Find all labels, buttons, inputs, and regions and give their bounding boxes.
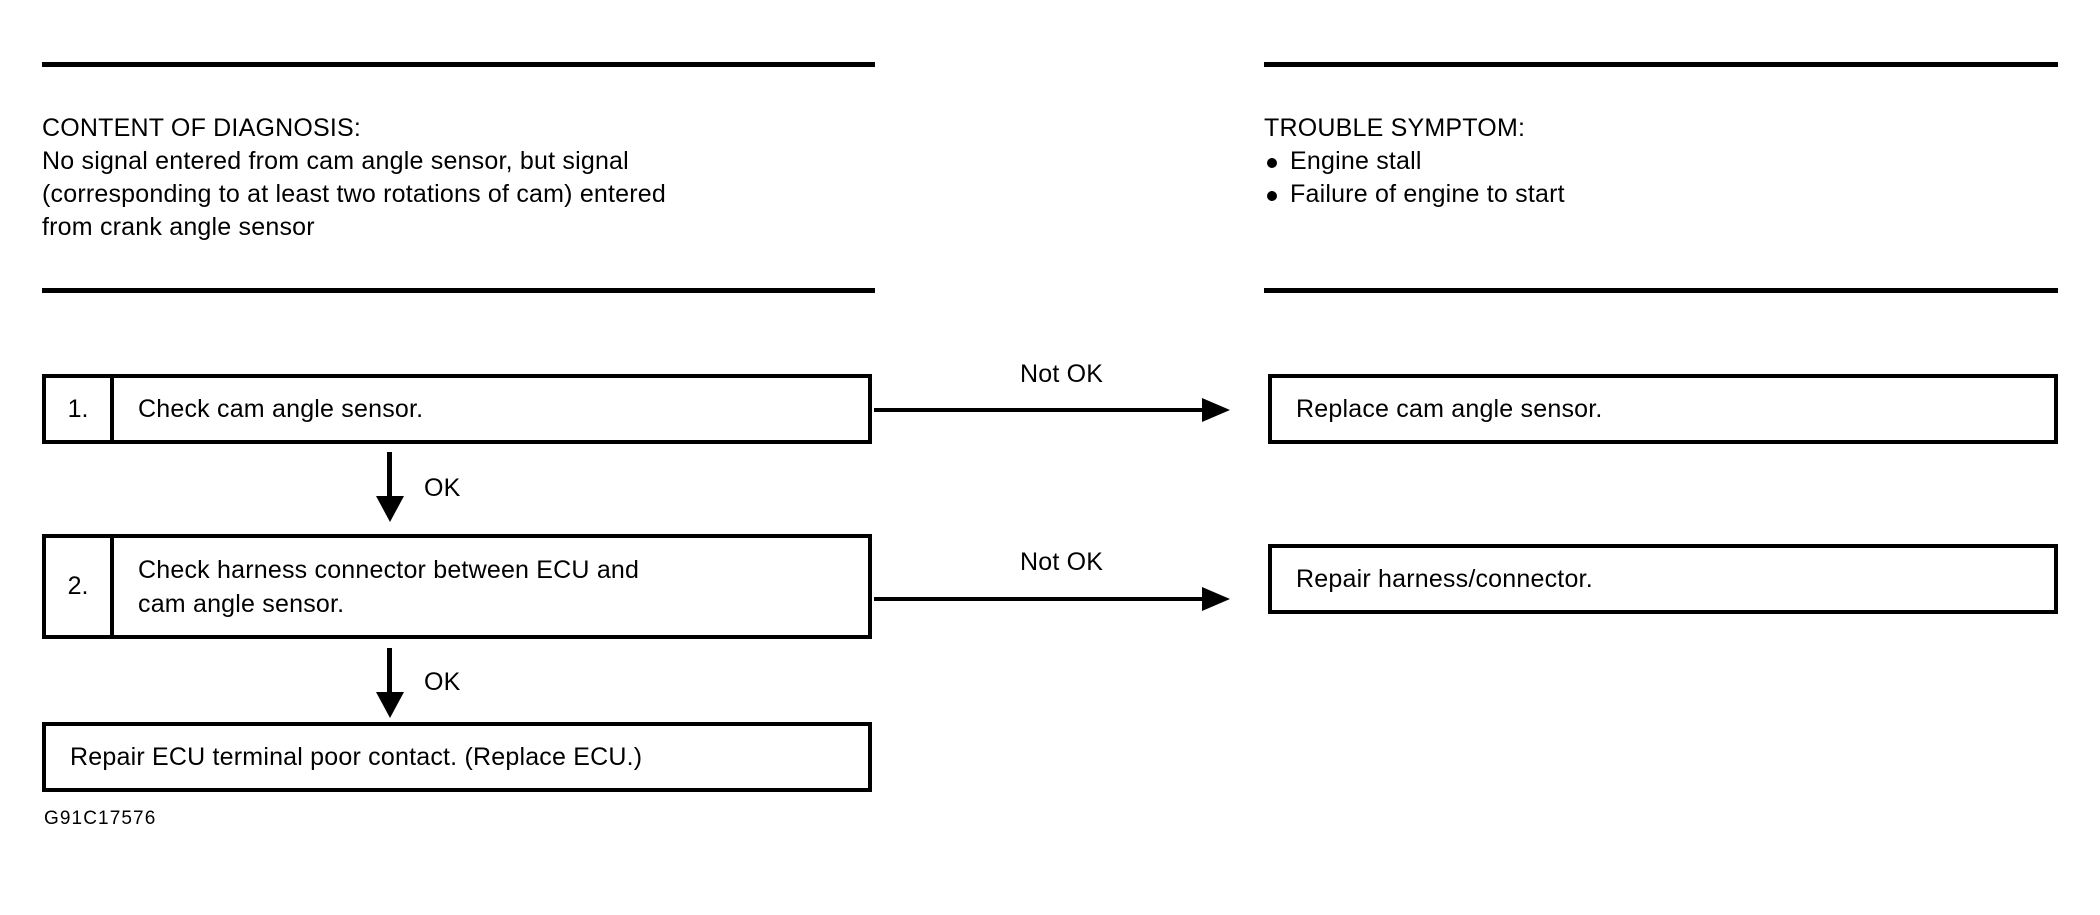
trouble-symptom-item-1-label: Engine stall: [1290, 147, 1422, 175]
step-1-number: 1.: [46, 378, 114, 440]
step-1-result-text: Replace cam angle sensor.: [1272, 378, 1617, 440]
step-2-line-2: cam angle sensor.: [138, 589, 345, 618]
arrow-head: [376, 496, 404, 522]
step-1-result-label: Replace cam angle sensor.: [1296, 395, 1603, 423]
bullet-icon: [1267, 158, 1277, 168]
content-of-diagnosis-title: CONTENT OF DIAGNOSIS:: [42, 114, 362, 142]
arrow-head: [376, 692, 404, 718]
step-2-branch-label: Not OK: [1020, 548, 1104, 576]
step-2-pass-label: OK: [424, 668, 461, 696]
step-1-box: 1. Check cam angle sensor.: [42, 374, 872, 444]
content-of-diagnosis-line-1: No signal entered from cam angle sensor,…: [42, 147, 629, 175]
final-action-box: Repair ECU terminal poor contact. (Repla…: [42, 722, 872, 792]
step-2-branch-arrow-icon: [874, 584, 1232, 614]
content-of-diagnosis-block: CONTENT OF DIAGNOSIS: No signal entered …: [42, 112, 666, 244]
trouble-symptom-item-2: Failure of engine to start: [1264, 178, 1565, 211]
arrow-head: [1202, 587, 1230, 611]
step-1-line-1: Check cam angle sensor.: [138, 395, 424, 423]
arrow-shaft: [874, 408, 1204, 412]
step-1-text: Check cam angle sensor.: [114, 378, 437, 440]
step-1-pass-arrow-icon: [370, 452, 410, 528]
step-1-result-box: Replace cam angle sensor.: [1268, 374, 2058, 444]
figure-caption-code: G91C17576: [44, 808, 157, 829]
final-action-label: Repair ECU terminal poor contact. (Repla…: [70, 743, 643, 771]
trouble-symptom-block: TROUBLE SYMPTOM: Engine stall Failure of…: [1264, 112, 1565, 211]
step-1-branch-label: Not OK: [1020, 360, 1104, 388]
step-2-number: 2.: [46, 538, 114, 635]
content-of-diagnosis-line-2: (corresponding to at least two rotations…: [42, 180, 667, 208]
diagnosis-top-rule: [42, 62, 875, 67]
step-2-text: Check harness connector between ECU and …: [114, 538, 653, 635]
step-2-result-text: Repair harness/connector.: [1272, 548, 1607, 610]
final-action-text: Repair ECU terminal poor contact. (Repla…: [46, 726, 656, 788]
step-2-line-1: Check harness connector between ECU and: [138, 555, 640, 584]
bullet-icon: [1267, 191, 1277, 201]
step-2-result-label: Repair harness/connector.: [1296, 565, 1593, 593]
content-of-diagnosis-line-3: from crank angle sensor: [42, 213, 315, 241]
arrow-head: [1202, 398, 1230, 422]
step-2-result-box: Repair harness/connector.: [1268, 544, 2058, 614]
diagnosis-bottom-rule: [42, 288, 875, 293]
trouble-symptom-title: TROUBLE SYMPTOM:: [1264, 114, 1526, 142]
symptom-top-rule: [1264, 62, 2058, 67]
arrow-shaft: [387, 648, 392, 698]
step-1-branch-arrow-icon: [874, 395, 1232, 425]
arrow-shaft: [387, 452, 392, 502]
step-1-pass-label: OK: [424, 474, 461, 502]
trouble-symptom-item-2-label: Failure of engine to start: [1290, 180, 1565, 208]
arrow-shaft: [874, 597, 1204, 601]
symptom-bottom-rule: [1264, 288, 2058, 293]
step-2-box: 2. Check harness connector between ECU a…: [42, 534, 872, 639]
step-2-pass-arrow-icon: [370, 648, 410, 724]
trouble-symptom-item-1: Engine stall: [1264, 145, 1565, 178]
